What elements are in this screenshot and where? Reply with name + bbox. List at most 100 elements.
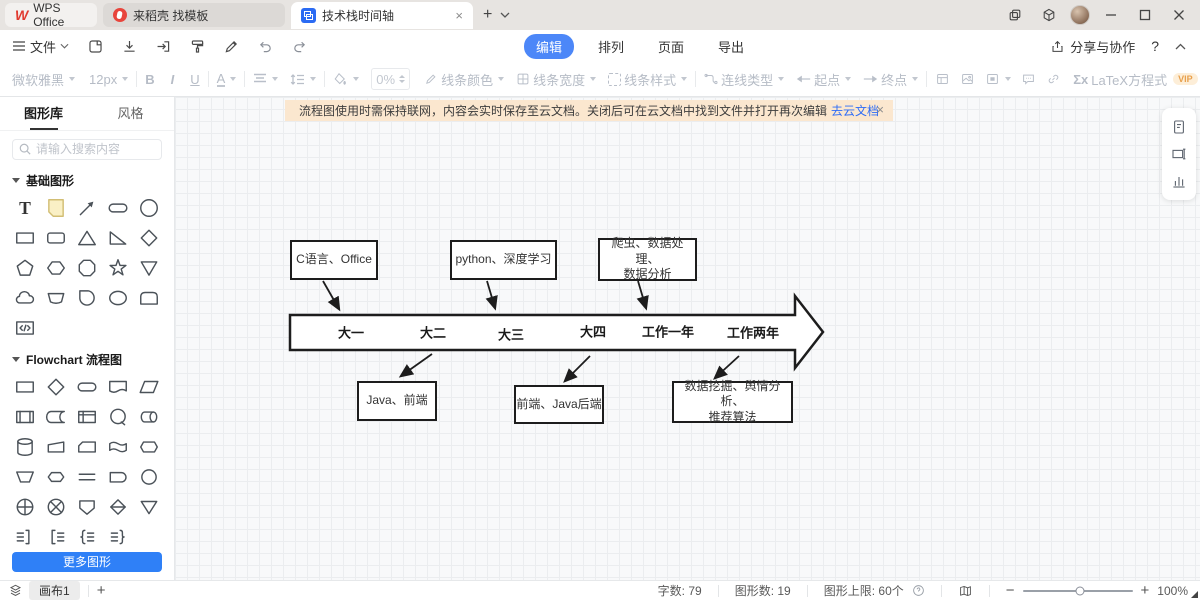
shape-paper-tape-icon[interactable] [102, 432, 133, 462]
shape-cone-icon[interactable] [133, 253, 164, 283]
banner-close-icon[interactable]: × [876, 102, 884, 117]
connector-type-dropdown[interactable]: 连线类型 [704, 70, 785, 89]
page-outline-icon[interactable] [1171, 119, 1187, 135]
shape-document-icon[interactable] [102, 372, 133, 402]
zoom-out-button[interactable]: − [1005, 582, 1015, 599]
shape-list-right-icon[interactable] [10, 522, 41, 552]
shape-rounded-top-rectangle-icon[interactable] [133, 283, 164, 313]
shape-circle-icon[interactable] [133, 193, 164, 223]
shape-triangle-icon[interactable] [72, 223, 103, 253]
resize-grip[interactable] [1191, 591, 1198, 598]
shape-search-box[interactable] [12, 139, 162, 160]
latex-equation-button[interactable]: Σx LaTeX方程式 VIP [1073, 70, 1198, 89]
flowchart-section-header[interactable]: Flowchart 流程图 [12, 351, 162, 368]
wps-home-tab[interactable]: W WPS Office [5, 1, 97, 29]
sidebar-tab-shape-library[interactable]: 图形库 [0, 97, 87, 130]
file-menu-button[interactable]: 文件 [12, 37, 69, 56]
collapse-ribbon-icon[interactable] [1175, 43, 1186, 50]
frame-select-icon[interactable] [1171, 146, 1187, 162]
zoom-in-button[interactable]: + [1140, 582, 1150, 599]
comment-icon[interactable] [1021, 72, 1036, 86]
italic-button[interactable]: I [170, 71, 175, 87]
new-tab-button[interactable]: + [483, 6, 493, 23]
diagram-box-top-3[interactable]: 爬虫、数据处理、 数据分析 [598, 236, 697, 281]
underline-button[interactable]: U [190, 71, 200, 87]
shape-collate-icon[interactable] [102, 492, 133, 522]
shape-star-icon[interactable] [102, 253, 133, 283]
zoom-slider[interactable] [1022, 586, 1133, 595]
fill-color-dropdown[interactable] [333, 72, 360, 86]
shape-search-input[interactable] [36, 142, 146, 157]
layers-icon[interactable] [8, 583, 23, 598]
shape-connector-icon[interactable] [133, 462, 164, 492]
shape-delay-icon[interactable] [102, 462, 133, 492]
diagram-box-top-1[interactable]: C语言、Office [290, 240, 378, 280]
timeline-arrow-shape[interactable] [288, 292, 825, 372]
package-cube-icon[interactable] [1036, 3, 1062, 27]
shape-summing-junction-icon[interactable] [41, 492, 72, 522]
shape-hexagon-icon[interactable] [41, 253, 72, 283]
font-family-dropdown[interactable]: 微软雅黑 [12, 70, 76, 89]
shape-line-arrow-icon[interactable] [72, 193, 103, 223]
more-shapes-button[interactable]: 更多图形 [12, 551, 162, 572]
shape-predefined-process-icon[interactable] [10, 402, 41, 432]
diagram-box-bottom-2[interactable]: 前端、Java后端 [514, 385, 604, 424]
shape-stored-data-icon[interactable] [41, 402, 72, 432]
insert-shape-dropdown[interactable] [985, 72, 1012, 86]
diagram-box-bottom-1[interactable]: Java、前端 [357, 381, 437, 421]
shape-list-left-icon[interactable] [41, 522, 72, 552]
shape-manual-operation-icon[interactable] [41, 432, 72, 462]
tab-list-chevron-icon[interactable] [500, 12, 510, 18]
font-color-dropdown[interactable]: A [216, 72, 237, 87]
zoom-slider-knob[interactable] [1075, 586, 1085, 595]
shape-rectangle-icon[interactable] [10, 223, 41, 253]
opacity-input[interactable]: 0% [371, 68, 411, 90]
tab-arrange[interactable]: 排列 [598, 39, 625, 55]
redo-icon[interactable] [287, 34, 311, 58]
shape-right-triangle-icon[interactable] [102, 223, 133, 253]
shape-diamond-icon[interactable] [133, 223, 164, 253]
container-layout-icon[interactable] [935, 72, 950, 86]
line-width-dropdown[interactable]: 线条宽度 [516, 70, 597, 89]
sidebar-tab-style[interactable]: 风格 [117, 106, 144, 121]
shape-oval-callout-icon[interactable] [102, 283, 133, 313]
minimize-button[interactable] [1098, 3, 1124, 27]
font-size-dropdown[interactable]: 12px [89, 72, 129, 87]
shape-or-state-icon[interactable] [102, 402, 133, 432]
shape-list-brace-left-icon[interactable] [102, 522, 133, 552]
format-painter-icon[interactable] [185, 34, 209, 58]
stepper-icons[interactable] [399, 75, 406, 83]
shape-parallel-mode-icon[interactable] [72, 462, 103, 492]
align-dropdown[interactable] [253, 73, 279, 85]
connector-line[interactable] [398, 353, 433, 378]
download-icon[interactable] [117, 34, 141, 58]
timeline-stage-4[interactable]: 大四 [579, 324, 607, 340]
import-icon[interactable] [151, 34, 175, 58]
close-tab-icon[interactable]: × [455, 7, 463, 23]
help-circle-icon[interactable] [912, 584, 925, 597]
shape-display-icon[interactable] [133, 432, 164, 462]
shape-inverted-trapezoid-icon[interactable] [10, 462, 41, 492]
chart-bars-icon[interactable] [1171, 173, 1187, 189]
shape-trapezoid-icon[interactable] [41, 283, 72, 313]
flowchart-canvas[interactable]: 流程图使用时需保持联网，内容会实时保存至云文档。关闭后可在云文档中找到文件并打开… [175, 97, 1200, 580]
document-tab[interactable]: 技术栈时间轴 × [291, 1, 473, 29]
shape-merge-icon[interactable] [133, 492, 164, 522]
help-button[interactable]: ? [1151, 38, 1159, 54]
hyperlink-icon[interactable] [1046, 72, 1061, 86]
maximize-button[interactable] [1132, 3, 1158, 27]
undo-icon[interactable] [253, 34, 277, 58]
restore-windows-icon[interactable] [1002, 3, 1028, 27]
shape-cloud-icon[interactable] [10, 283, 41, 313]
tab-page[interactable]: 页面 [658, 39, 685, 55]
go-to-cloud-doc-link[interactable]: 去云文档 [831, 104, 880, 118]
shape-parallelogram-icon[interactable] [133, 372, 164, 402]
close-window-button[interactable] [1166, 3, 1192, 27]
pencil-edit-icon[interactable] [219, 34, 243, 58]
start-point-dropdown[interactable]: 起点 [796, 70, 852, 89]
shape-rounded-rectangle-icon[interactable] [41, 223, 72, 253]
shape-off-page-connector-icon[interactable] [72, 492, 103, 522]
shape-terminator-icon[interactable] [72, 372, 103, 402]
shape-preparation-icon[interactable] [41, 462, 72, 492]
shape-pentagon-icon[interactable] [10, 253, 41, 283]
